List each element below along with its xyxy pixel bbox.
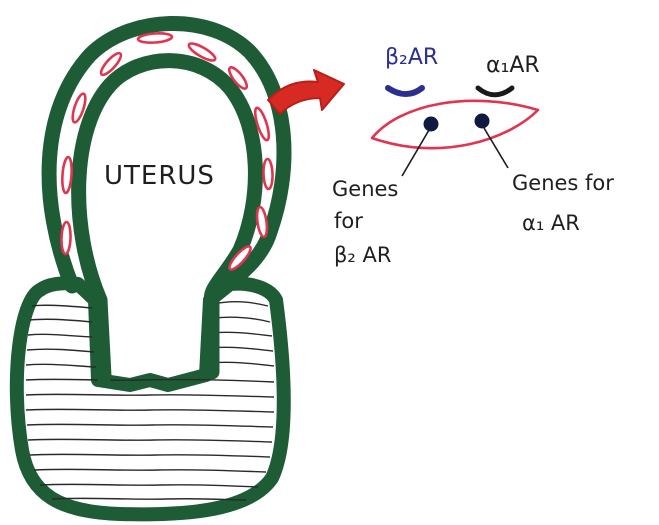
beta2-receptor-label: β₂AR [385,45,438,70]
magnified-cell [372,88,538,176]
genes-beta2-line-2: for [334,209,363,233]
genes-beta2-line-3: β₂ AR [334,243,391,267]
cervix-body [17,283,284,514]
uterus-label: UTERUS [104,161,215,191]
genes-alpha1-line-1: Genes for [512,171,614,195]
gene-dot-beta2 [424,117,439,132]
genes-alpha1-label: Genes for α₁ AR [512,171,614,235]
alpha1-receptor-label: α₁AR [486,53,540,78]
endometrial-cell [263,159,273,189]
cell-membrane [372,101,538,148]
genes-beta2-label: Genes for β₂ AR [332,177,398,267]
endometrial-cell [61,157,72,194]
alpha1-receptor-mark [478,88,512,95]
gene-dot-alpha1 [475,114,490,129]
genes-beta2-line-1: Genes [332,177,398,201]
zoom-arrow [268,70,344,114]
endometrial-cell [255,207,268,238]
genes-alpha1-line-2: α₁ AR [522,211,580,235]
beta2-receptor-mark [388,88,422,94]
endometrial-cell [61,222,71,254]
